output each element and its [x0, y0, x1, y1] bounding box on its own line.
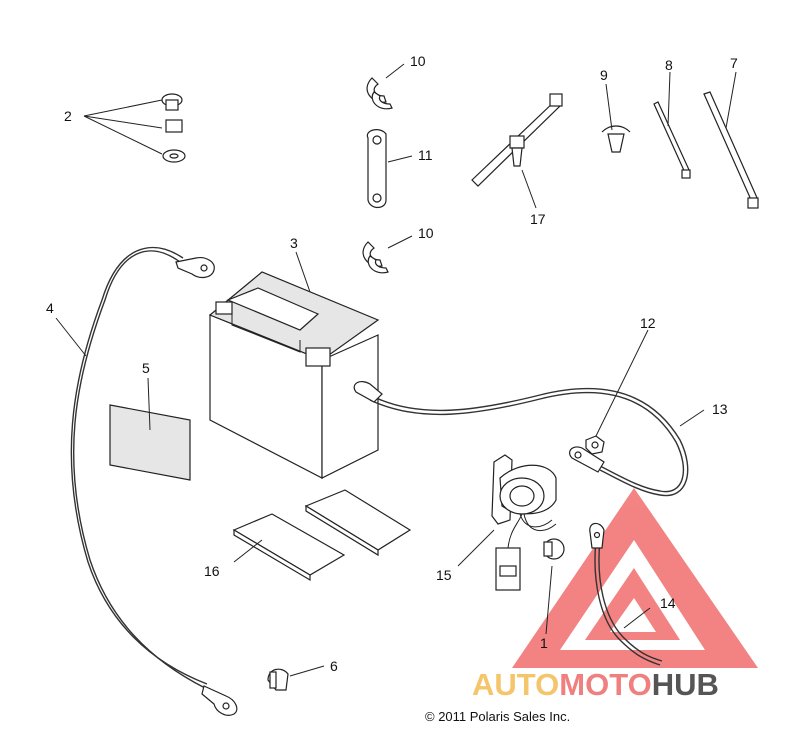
nut [585, 435, 605, 455]
copyright-text: © 2011 Polaris Sales Inc. [425, 709, 570, 724]
part-label-11: 11 [418, 147, 433, 163]
part-label-15: 15 [436, 567, 452, 583]
part-label-2: 2 [64, 108, 72, 124]
link-bracket [366, 129, 387, 209]
foam-pad-right [304, 489, 412, 557]
clip-top [366, 77, 393, 110]
screw [543, 538, 565, 560]
push-rivet [267, 668, 289, 691]
cable-14 [594, 539, 661, 666]
part-label-10-bottom: 10 [418, 225, 434, 241]
part-label-4: 4 [46, 300, 54, 316]
washer [162, 149, 186, 163]
part-label-14: 14 [660, 595, 676, 611]
watermark-text: AUTOMOTOHUB [472, 667, 719, 702]
cable-tie-clip [471, 93, 563, 187]
bolt [161, 93, 183, 111]
svg-text:AUTOMOTOHUB: AUTOMOTOHUB [472, 667, 719, 702]
part-label-1: 1 [540, 635, 548, 651]
ring-terminal-top [175, 257, 215, 279]
part-label-5: 5 [142, 360, 150, 376]
warning-label [109, 404, 191, 481]
part-label-9: 9 [600, 67, 608, 83]
push-pin [601, 125, 631, 153]
cable-tie-short [653, 101, 691, 176]
positive-cable [371, 387, 689, 497]
leader-lines [55, 63, 737, 677]
cable-14-terminal [589, 522, 605, 549]
foam-pad-left [232, 513, 346, 582]
part-label-6: 6 [330, 658, 338, 674]
part-label-3: 3 [290, 235, 298, 251]
battery [208, 271, 380, 479]
part-label-17: 17 [530, 211, 546, 227]
part-label-7: 7 [730, 55, 738, 71]
watermark-logo-icon [512, 488, 758, 668]
solenoid [491, 454, 557, 591]
negative-cable [73, 250, 206, 689]
part-label-12: 12 [640, 315, 656, 331]
part-label-10-top: 10 [410, 53, 426, 69]
part-label-16: 16 [204, 563, 220, 579]
part-label-8: 8 [665, 57, 673, 73]
cable-tie-long [703, 91, 759, 203]
positive-terminal [353, 380, 605, 473]
ring-terminal-bottom [201, 685, 238, 716]
part-label-13: 13 [712, 401, 728, 417]
clip-bottom [362, 241, 389, 274]
square-nut [165, 119, 183, 133]
